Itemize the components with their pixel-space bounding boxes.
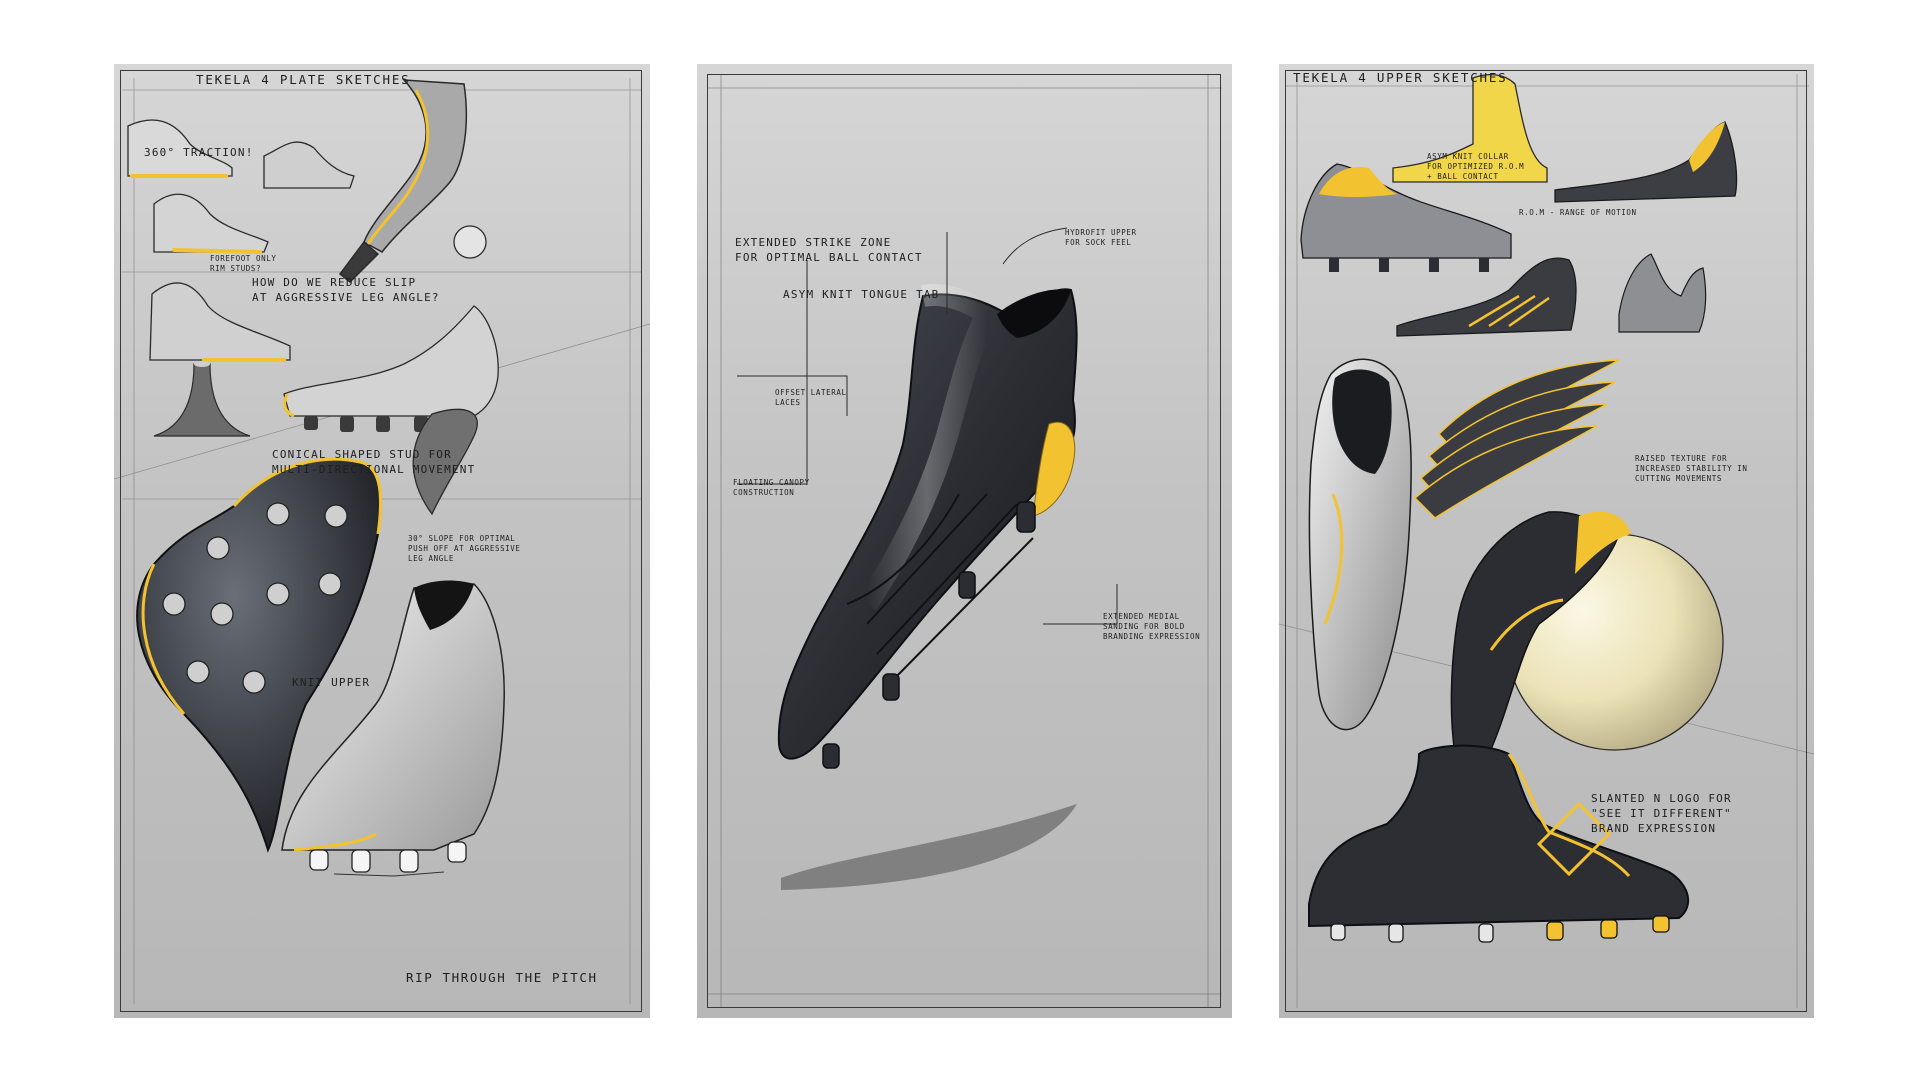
plate-sketches-panel: Tekela 4 Plate Sketches 360° traction! F… (114, 64, 650, 1018)
conical-stud-note: Conical shaped stud for multi-directiona… (272, 448, 476, 476)
raised-texture-note: Raised texture for increased stability i… (1635, 454, 1748, 484)
tongue-tab-note: Asym knit tongue tab (783, 288, 940, 301)
hero-boot-artwork (707, 74, 1222, 1008)
asym-collar-note: Asym knit collar for optimized R.O.M + b… (1427, 152, 1525, 182)
upper-sketches-artwork (1279, 73, 1814, 1008)
rom-note: R.O.M - range of motion (1519, 208, 1637, 217)
traction-note: 360° traction! (144, 146, 254, 159)
slip-question-note: How do we reduce slip at aggressive leg … (252, 276, 440, 304)
tagline: Rip through the Pitch (406, 970, 598, 985)
offset-laces-note: Offset lateral laces (775, 388, 847, 408)
plate-sketches-artwork (114, 78, 650, 1004)
slope-note: 30° slope for optimal push off at aggres… (408, 534, 521, 564)
hero-boot-panel: Extended strike zone for optimal ball co… (697, 64, 1232, 1018)
forefoot-note: Forefoot only rim studs? (210, 254, 277, 274)
slanted-logo-note: Slanted N logo for "see it different" br… (1591, 792, 1732, 835)
hydrofit-note: Hydrofit upper for sock feel (1065, 228, 1137, 248)
knit-upper-note: Knit Upper (292, 676, 371, 689)
panel-title: Tekela 4 Plate Sketches (196, 72, 411, 87)
upper-sketches-panel: Tekela 4 Upper Sketches Asym knit collar… (1279, 64, 1814, 1018)
canopy-note: Floating canopy construction (733, 478, 810, 498)
medial-sanding-note: Extended medial sanding for bold brandin… (1103, 612, 1201, 642)
panel-title: Tekela 4 Upper Sketches (1293, 70, 1508, 85)
strike-zone-note: Extended strike zone for optimal ball co… (735, 236, 923, 264)
